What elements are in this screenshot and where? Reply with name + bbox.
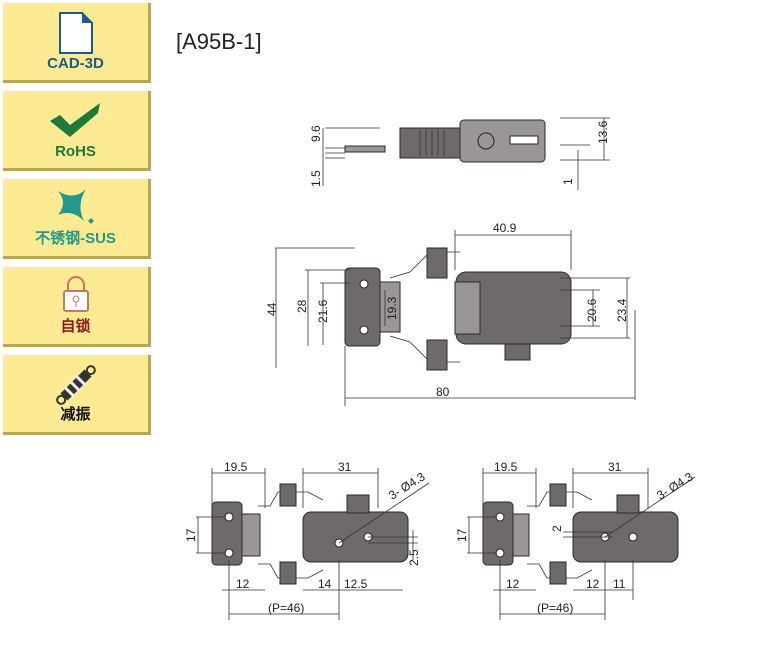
mounting-view-left: 19.5 31 3- Ø4.3 17 2.5 12 14 12.5 (P=46) <box>184 460 430 620</box>
dim-label: 19.3 <box>385 296 399 320</box>
dim-label: 17 <box>184 528 198 542</box>
dim-label: 20.6 <box>585 298 599 322</box>
dim-label: 12 <box>236 577 250 591</box>
document-icon <box>58 12 93 54</box>
dim-label: 1 <box>561 178 575 185</box>
dim-label: 40.9 <box>493 221 517 235</box>
dim-label: (P=46) <box>537 601 573 615</box>
dim-label: 31 <box>338 460 352 474</box>
badge-label: 减振 <box>60 406 91 423</box>
dim-label: 28 <box>295 299 309 313</box>
dim-label: 11 <box>613 577 626 591</box>
dim-label: 19.5 <box>494 460 518 474</box>
badge-label: 自锁 <box>60 318 91 335</box>
checkmark-icon <box>49 103 100 137</box>
badge-cad-3d[interactable]: CAD-3D <box>3 3 151 83</box>
dim-label: 14 <box>318 577 332 591</box>
dim-label: 17 <box>455 528 469 542</box>
padlock-icon <box>62 276 89 312</box>
badge-vibration-damping[interactable]: 减振 <box>3 355 151 435</box>
dim-label: 80 <box>436 385 450 399</box>
dim-label: 2.5 <box>407 549 421 566</box>
product-code: [A95B-1] <box>176 29 262 54</box>
dim-label: 12.5 <box>344 577 368 591</box>
dim-label: 31 <box>608 460 622 474</box>
dim-label: 19.5 <box>224 460 248 474</box>
side-view: 9.6 1.5 13.6 1 <box>309 117 610 190</box>
badge-label: 不锈钢-SUS <box>35 230 116 247</box>
badge-label: CAD-3D <box>47 55 104 72</box>
badge-self-locking[interactable]: 自锁 <box>3 267 151 347</box>
dim-label: (P=46) <box>268 601 304 615</box>
dim-label: 23.4 <box>615 298 629 322</box>
dim-label: 1.5 <box>309 170 323 187</box>
dim-label: 21.6 <box>316 299 330 323</box>
dim-label: 3- Ø4.3 <box>654 469 696 502</box>
sparkle-icon <box>57 189 94 224</box>
dim-label: 44 <box>265 302 279 316</box>
dim-label: 12 <box>586 577 600 591</box>
badge-rohs[interactable]: RoHS <box>3 91 151 171</box>
dim-label: 12 <box>506 577 520 591</box>
dim-label: 9.6 <box>309 125 323 142</box>
top-view: 44 28 21.6 19.3 40.9 20.6 23.4 80 <box>265 221 636 406</box>
mounting-view-right: 19.5 31 3- Ø4.3 17 2 12 12 11 (P=46) <box>455 460 696 620</box>
badge-label: RoHS <box>55 143 96 160</box>
badge-stainless-steel[interactable]: 不锈钢-SUS <box>3 179 151 259</box>
dim-label: 2 <box>550 525 564 532</box>
shock-absorber-icon <box>55 365 96 405</box>
dim-label: 13.6 <box>596 120 610 144</box>
